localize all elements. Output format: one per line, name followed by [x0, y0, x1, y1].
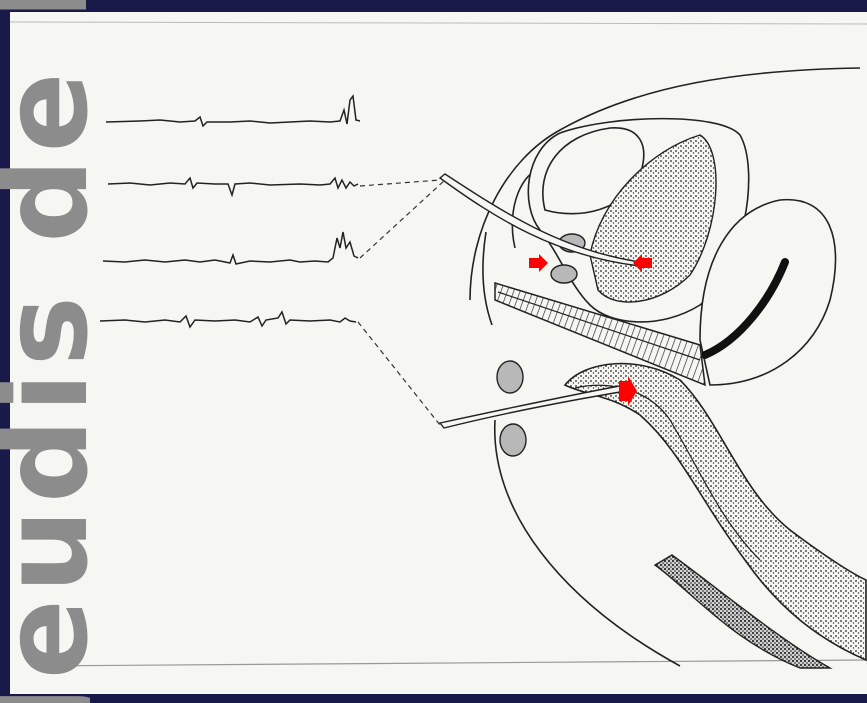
emg-trace-2: [108, 178, 358, 195]
red-arrow-left: [529, 254, 548, 272]
section-lower: [500, 424, 526, 456]
watermark: Jeudis de l: [0, 0, 90, 703]
connector-1: [360, 180, 440, 186]
connector-3: [358, 322, 440, 425]
emg-trace-3: [103, 232, 358, 264]
emg-traces: [100, 96, 360, 327]
outer-contour-lower: [495, 420, 680, 666]
page-top-edge: [10, 22, 867, 24]
emg-trace-1: [106, 96, 360, 126]
connector-2: [360, 180, 445, 258]
symphysis-outline: [483, 232, 492, 325]
section-mid: [497, 361, 523, 393]
section-upper-2: [551, 265, 577, 283]
watermark-text: Jeudis de l: [0, 0, 90, 703]
emg-trace-4: [100, 312, 356, 327]
page-bottom-edge: [30, 660, 867, 666]
dashed-connectors: [358, 180, 445, 425]
anal-probe: [440, 384, 632, 428]
